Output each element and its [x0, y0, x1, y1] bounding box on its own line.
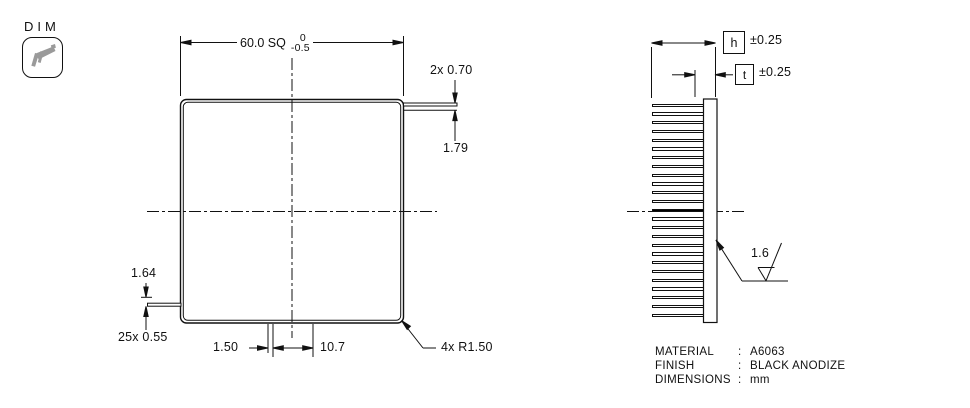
dim-fin-gap-label: 1.64: [129, 266, 159, 281]
note-value: mm: [750, 374, 770, 386]
dim-square-label: 60.0 SQ 0 -0.5: [237, 33, 313, 53]
dim-fin-count-label: 25x 0.55: [116, 330, 170, 345]
dim-tabs-label: 2x 0.70: [428, 63, 475, 78]
notes-table: MATERIAL : A6063 FINISH : BLACK ANODIZE …: [655, 345, 845, 387]
dim-title: DIM: [24, 19, 60, 34]
note-separator: :: [738, 374, 742, 386]
note-label: FINISH: [655, 360, 695, 372]
note-value: BLACK ANODIZE: [750, 360, 846, 372]
note-separator: :: [738, 360, 742, 372]
dim-tab-to-fin-label: 1.79: [441, 141, 471, 156]
height-symbol-box: h: [723, 31, 745, 54]
dim-corner-radius-label: 4x R1.50: [439, 340, 495, 355]
caliper-icon: [22, 37, 63, 78]
note-separator: :: [738, 346, 742, 358]
thickness-symbol-box: t: [735, 64, 754, 85]
dim-slot-pitch-label: 10.7: [318, 340, 348, 355]
note-label: MATERIAL: [655, 346, 715, 358]
dim-slot-width-label: 1.50: [211, 340, 241, 355]
surface-roughness-label: 1.6: [751, 246, 769, 260]
height-tolerance-label: ±0.25: [748, 33, 785, 48]
note-value: A6063: [750, 346, 785, 358]
note-label: DIMENSIONS: [655, 374, 731, 386]
thickness-tolerance-label: ±0.25: [757, 65, 794, 80]
